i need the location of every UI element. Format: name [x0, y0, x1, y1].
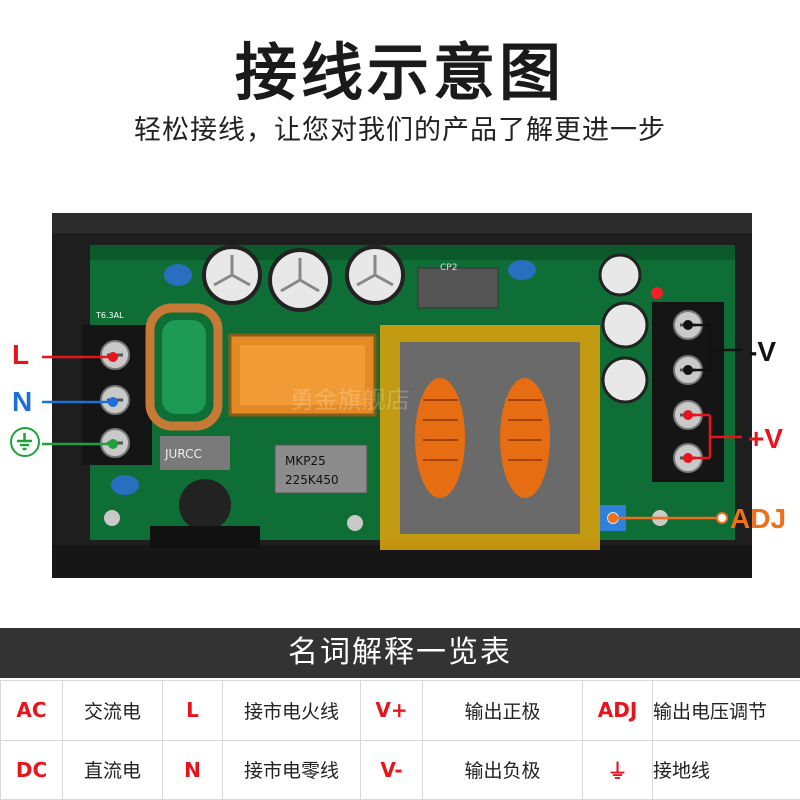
- label-plus-v: +V: [748, 423, 784, 454]
- label-minus-v: -V: [748, 336, 776, 367]
- watermark: 勇金旗舰店: [290, 386, 410, 414]
- term-code: AC: [0, 680, 63, 741]
- mkp-line-2: 225K450: [285, 473, 339, 487]
- term-code: DC: [0, 739, 63, 800]
- term-code: V+: [360, 680, 423, 741]
- fuse-label: T6.3AL: [95, 311, 124, 320]
- table-row: DC 直流电 N 接市电零线 V- 输出负极 ⏚ 接地线: [0, 739, 800, 800]
- page-title: 接线示意图: [234, 36, 565, 109]
- jurcc-label: JURCC: [164, 447, 202, 461]
- term-code: N: [162, 739, 223, 800]
- term-desc: 输出负极: [422, 739, 583, 800]
- term-code: V-: [360, 739, 423, 800]
- term-desc: 输出电压调节: [652, 680, 800, 741]
- term-desc: 直流电: [62, 739, 163, 800]
- page-subtitle: 轻松接线，让您对我们的产品了解更进一步: [134, 115, 666, 146]
- glossary-table: AC 交流电 L 接市电火线 V+ 输出正极 ADJ 输出电压调节 DC 直流电…: [0, 680, 800, 800]
- ground-symbol-icon: ⏚: [582, 739, 653, 800]
- term-desc: 接市电火线: [222, 680, 361, 741]
- label-l: L: [12, 339, 30, 370]
- board-photo: CP2 JURCC MKP25 225K450: [42, 213, 752, 578]
- label-adj: ADJ: [730, 503, 787, 534]
- term-desc: 接地线: [652, 739, 800, 800]
- term-code: ADJ: [582, 680, 653, 741]
- cp2-label: CP2: [440, 263, 457, 273]
- term-desc: 接市电零线: [222, 739, 361, 800]
- mkp-line-1: MKP25: [285, 454, 326, 468]
- ground-icon: [10, 427, 40, 457]
- label-n: N: [12, 386, 33, 417]
- term-desc: 交流电: [62, 680, 163, 741]
- glossary-title: 名词解释一览表: [0, 628, 800, 678]
- table-row: AC 交流电 L 接市电火线 V+ 输出正极 ADJ 输出电压调节: [0, 680, 800, 741]
- power-supply-board-illustration: CP2 JURCC MKP25 225K450: [0, 205, 800, 585]
- term-code: L: [162, 680, 223, 741]
- term-desc: 输出正极: [422, 680, 583, 741]
